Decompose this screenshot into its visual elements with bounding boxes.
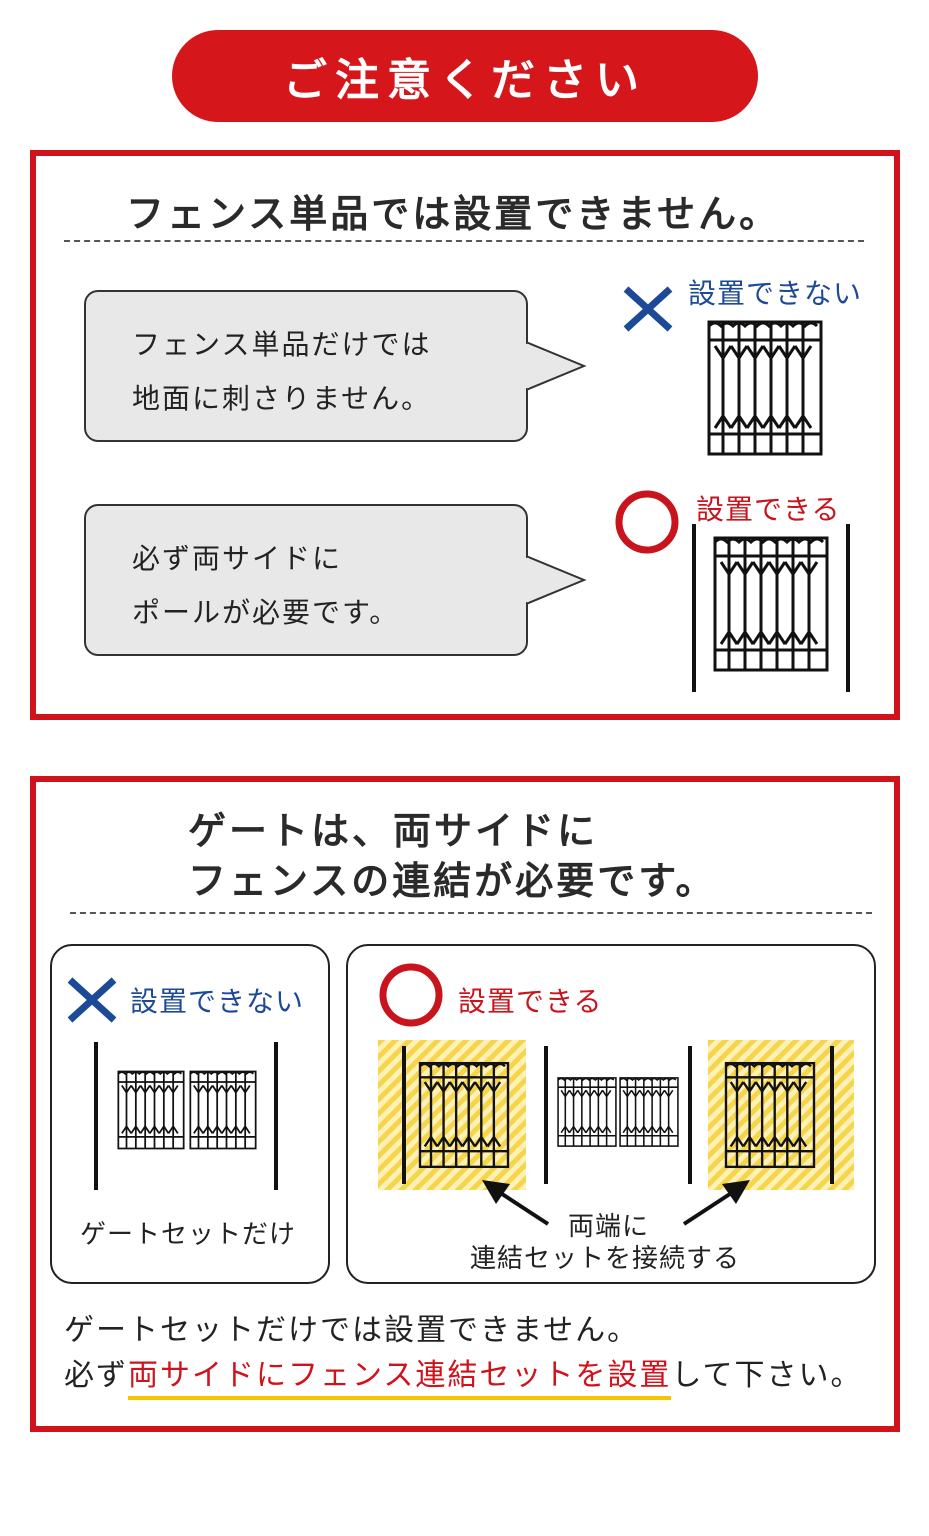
right-arrow-icon	[682, 1180, 750, 1226]
section2-heading-line2: フェンスの連結が必要です。	[188, 859, 717, 903]
section1-heading: フェンス単品では設置できません。	[126, 192, 781, 236]
bubble2-line1: 必ず両サイドに	[132, 542, 343, 575]
speech-bubble-1-tail	[526, 340, 587, 392]
fence-without-poles-icon	[707, 320, 823, 456]
circle-mark-icon	[615, 490, 679, 554]
speech-bubble-2: 必ず両サイドに ポールが必要です。	[84, 504, 528, 656]
left-fence-highlight	[378, 1040, 526, 1190]
section1-ok-label: 設置できる	[696, 493, 841, 526]
section2-ok-label: 設置できる	[458, 985, 603, 1018]
right-fence-highlight	[708, 1040, 854, 1190]
fence-with-poles-icon	[692, 524, 850, 692]
section1-divider	[64, 240, 864, 242]
note-line2-highlight: 両サイドにフェンス連結セットを設置	[128, 1358, 672, 1400]
bubble1-line1: フェンス単品だけでは	[132, 328, 432, 361]
bubble1-line2: 地面に刺さりません。	[132, 382, 432, 415]
speech-bubble-1: フェンス単品だけでは 地面に刺さりません。	[84, 290, 528, 442]
left-arrow-icon	[482, 1180, 550, 1226]
page-title-banner: ご注意ください	[172, 30, 758, 122]
gate-center-icon	[544, 1046, 692, 1184]
bubble2-line2: ポールが必要です。	[132, 596, 400, 629]
cross-mark-icon	[623, 286, 673, 332]
note-line2-pre: 必ず	[64, 1358, 128, 1393]
section1-ng-label: 設置できない	[688, 277, 863, 310]
note-line2: 必ず両サイドにフェンス連結セットを設置して下さい。	[64, 1350, 863, 1400]
gate-only-caption: ゲートセットだけ	[80, 1220, 297, 1250]
cross-mark-icon	[67, 977, 117, 1023]
section2-heading-line1: ゲートは、両サイドに	[188, 809, 599, 853]
section2-ng-label: 設置できない	[130, 985, 305, 1018]
note-line1: ゲートセットだけでは設置できません。	[64, 1313, 640, 1348]
note-line2-post: して下さい。	[671, 1358, 863, 1393]
page-title: ご注意ください	[283, 55, 647, 106]
arrow-caption-line2: 連結セットを接続する	[470, 1244, 741, 1274]
gate-set-icon	[94, 1042, 278, 1190]
arrow-caption-line1: 両端に	[568, 1212, 650, 1242]
speech-bubble-2-tail	[526, 554, 587, 606]
circle-mark-icon	[379, 963, 443, 1027]
section2-divider	[70, 912, 872, 914]
